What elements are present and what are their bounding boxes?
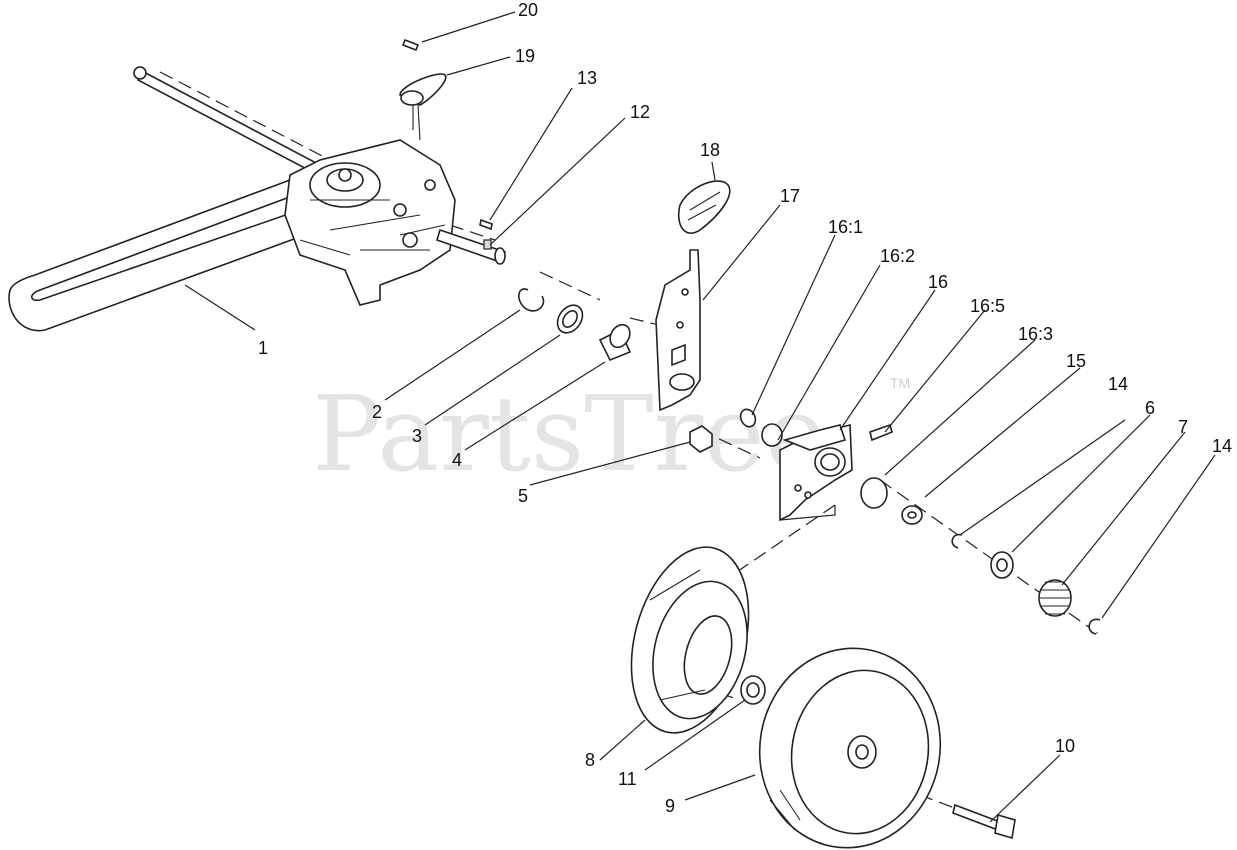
e-ring-inner: [951, 533, 963, 549]
callout-18: 18: [700, 140, 720, 160]
height-bracket: [655, 249, 701, 412]
hex-nut: [689, 425, 713, 453]
callout-7: 7: [1178, 417, 1188, 437]
flat-washer: [901, 505, 923, 525]
pinion-gear: [1038, 579, 1072, 617]
callout-10: 10: [1055, 736, 1075, 756]
roll-pin: [401, 38, 420, 52]
callout-12: 12: [630, 102, 650, 122]
retaining-ring: [518, 288, 545, 312]
callout-6: 6: [1145, 398, 1155, 418]
e-ring-outer: [1088, 618, 1101, 635]
callout-16: 16: [928, 272, 948, 292]
spacer: [860, 477, 888, 509]
transmission-assembly: [8, 66, 507, 332]
bracket-cover: [678, 180, 731, 234]
callout-8: 8: [585, 750, 595, 770]
wheel-bolt: [952, 803, 1016, 840]
watermark-brand: PartsTree: [312, 373, 826, 495]
wheel-cover: [630, 546, 750, 734]
thrust-washer: [990, 551, 1014, 579]
axle-centerline: [159, 71, 1101, 636]
callout-16-5: 16:5: [970, 296, 1005, 316]
callout-17: 17: [780, 186, 800, 206]
bushing: [598, 323, 632, 362]
watermark-trademark: TM: [890, 375, 910, 391]
callout-5: 5: [518, 486, 528, 506]
callout-3: 3: [412, 426, 422, 446]
callout-2: 2: [372, 402, 382, 422]
callout-19: 19: [515, 46, 535, 66]
callout-16-2: 16:2: [880, 246, 915, 266]
washer: [556, 304, 584, 334]
callout-11: 11: [618, 769, 637, 789]
callout-4: 4: [452, 450, 462, 470]
leader-lines: [184, 11, 1216, 823]
shift-lever: [399, 73, 447, 141]
callout-16-1: 16:1: [828, 217, 863, 237]
callout-14b: 14: [1212, 436, 1232, 456]
wheel-bearing: [740, 675, 766, 705]
callout-9: 9: [665, 796, 675, 816]
callout-20: 20: [518, 0, 538, 20]
callout-15: 15: [1066, 351, 1086, 371]
callout-13: 13: [577, 68, 597, 88]
callout-1: 1: [258, 338, 268, 358]
rear-wheel: [758, 647, 942, 849]
callout-16-3: 16:3: [1018, 324, 1053, 344]
pivot-bracket-assembly: [739, 408, 893, 522]
key: [479, 218, 493, 231]
callout-14a: 14: [1108, 374, 1128, 394]
